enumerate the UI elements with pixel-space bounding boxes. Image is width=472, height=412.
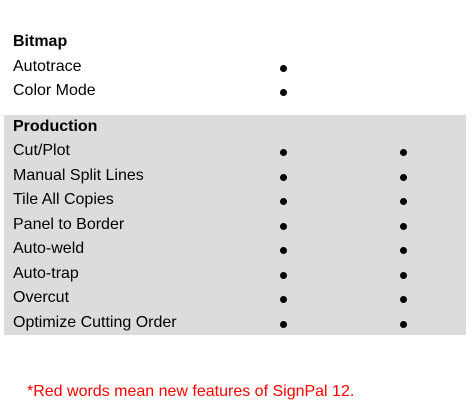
bullet-icon (400, 320, 407, 328)
feature-row: Auto-trap (4, 262, 466, 287)
feature-label: Overcut (13, 289, 70, 306)
feature-table: Bitmap Autotrace Color Mode Production C… (4, 30, 466, 335)
feature-label: Manual Split Lines (13, 166, 144, 184)
feature-label: Auto-trap (13, 264, 79, 282)
feature-row: Manual Split Lines (4, 164, 466, 189)
feature-label: Tile All Copies (13, 191, 114, 208)
feature-label: Color Mode (13, 82, 96, 99)
section-divider (4, 103, 466, 115)
feature-row: Panel to Border (4, 213, 466, 238)
feature-row: Autotrace (4, 55, 466, 80)
bullet-icon (280, 173, 287, 181)
section-title: Production (13, 117, 98, 135)
feature-label: Autotrace (13, 57, 82, 75)
section-header: Bitmap (4, 30, 466, 55)
section-title: Bitmap (13, 33, 68, 50)
bullet-icon (280, 247, 287, 254)
feature-row: Tile All Copies (4, 188, 466, 213)
section-header: Production (4, 115, 466, 140)
bullet-icon (400, 247, 407, 254)
bullet-icon (280, 222, 287, 230)
section-bitmap: Bitmap Autotrace Color Mode (4, 30, 466, 104)
bullet-icon (280, 149, 287, 156)
bullet-icon (400, 198, 407, 205)
footnote: *Red words mean new features of SignPal … (27, 383, 355, 400)
feature-row: Optimize Cutting Order (4, 311, 466, 336)
section-production: Production Cut/Plot Manual Split Lines T… (4, 114, 466, 336)
feature-label: Optimize Cutting Order (13, 313, 177, 331)
feature-label: Auto-weld (13, 240, 85, 257)
bullet-icon (400, 271, 407, 279)
bullet-icon (400, 173, 407, 181)
feature-row: Overcut (4, 286, 466, 311)
bullet-icon (280, 320, 287, 328)
bullet-icon (280, 64, 287, 72)
feature-row: Cut/Plot (4, 139, 466, 164)
bullet-icon (400, 149, 407, 156)
bullet-icon (280, 296, 287, 303)
bullet-icon (400, 296, 407, 303)
bullet-icon (280, 271, 287, 279)
feature-label: Panel to Border (13, 215, 125, 233)
feature-label: Cut/Plot (13, 142, 70, 159)
bullet-icon (280, 89, 287, 96)
feature-row: Color Mode (4, 79, 466, 104)
feature-row: Auto-weld (4, 237, 466, 262)
bullet-icon (280, 198, 287, 205)
bullet-icon (400, 222, 407, 230)
